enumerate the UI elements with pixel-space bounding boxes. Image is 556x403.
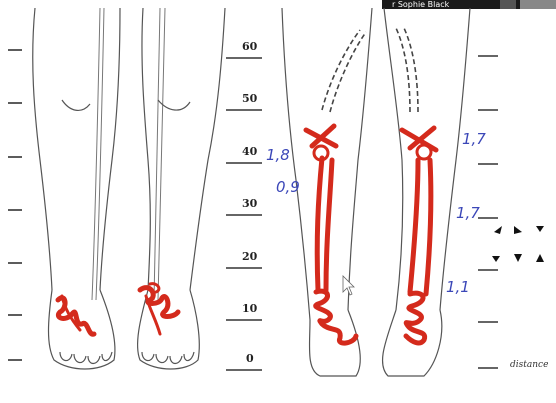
annotation-left-mid: 0,9	[276, 178, 300, 196]
scale-label-60: 60	[242, 40, 258, 53]
mouse-pointer-icon	[343, 276, 354, 295]
distance-label: distance	[510, 360, 548, 370]
left-legs-markings	[58, 284, 178, 334]
left-tick-marks	[8, 50, 22, 360]
annotation-right-mid: 1,7	[456, 204, 480, 222]
right-legs-markings	[306, 126, 436, 343]
arrow-cluster-icon[interactable]	[492, 226, 544, 262]
annotation-right-top: 1,7	[462, 130, 486, 148]
video-overlay: r Sophie Black	[382, 0, 556, 9]
annotation-right-low: 1,1	[446, 278, 470, 296]
video-thumbnail	[500, 0, 516, 9]
scale-label-50: 50	[242, 92, 258, 105]
scale-label-20: 20	[242, 250, 258, 263]
scale-label-10: 10	[242, 302, 258, 315]
annotation-left-top: 1,8	[266, 146, 290, 164]
right-legs-drawing	[282, 8, 470, 376]
left-legs-drawing	[33, 8, 225, 369]
center-scale: 60 50 40 30 20 10 0	[226, 40, 262, 370]
video-overlay-caption: r Sophie Black	[392, 0, 450, 9]
video-thumbnail-2	[520, 0, 556, 9]
scale-label-40: 40	[242, 145, 258, 158]
scale-label-30: 30	[242, 197, 258, 210]
scale-label-0: 0	[246, 352, 254, 365]
right-tick-marks	[478, 56, 498, 368]
